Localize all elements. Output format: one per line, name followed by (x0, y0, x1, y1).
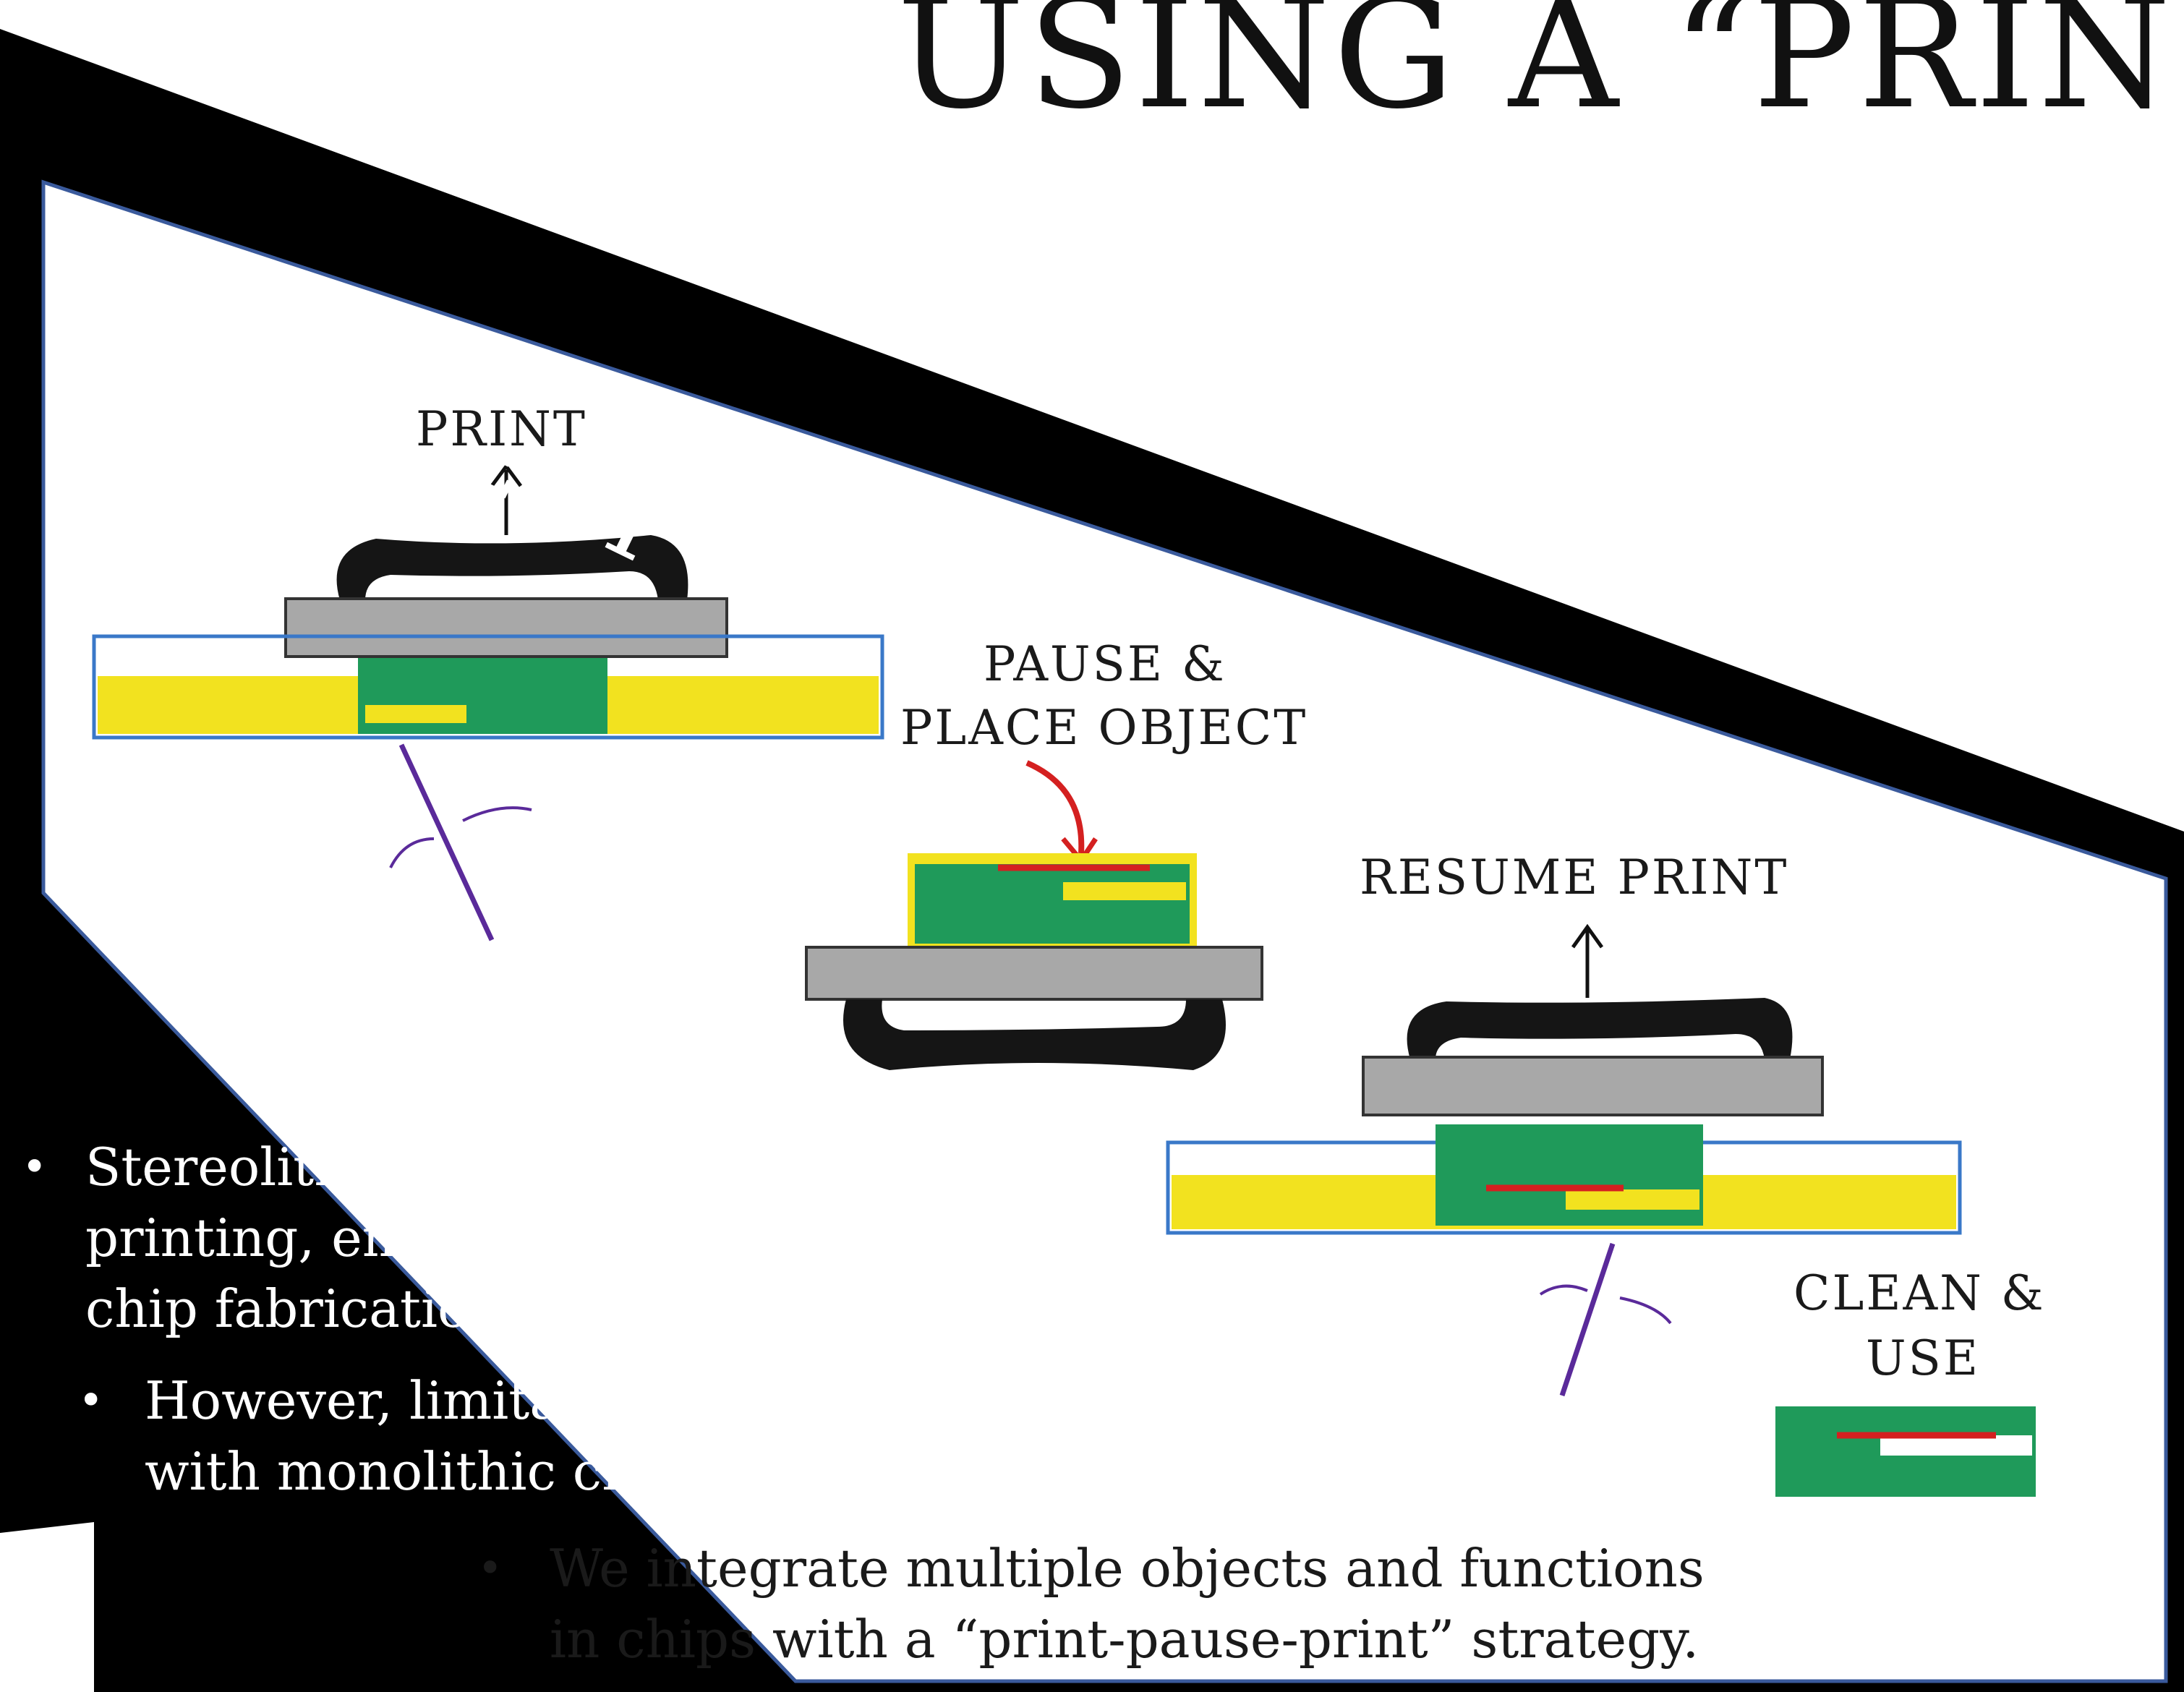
label-clean: CLEAN & (1793, 1265, 2046, 1321)
build-plate-2 (805, 946, 1263, 1001)
build-handle-2 (843, 999, 1226, 1070)
label-pause: PAUSE & (984, 636, 1227, 692)
bullet-1-line-3: chip fabrication method. (85, 1278, 735, 1339)
label-resume: RESUME PRINT (1360, 850, 1789, 905)
build-handle-3 (1407, 998, 1793, 1059)
label-print: PRINT (416, 401, 587, 457)
step-print-illustration (92, 463, 884, 941)
step-clean-illustration (1775, 1406, 2036, 1497)
bullet-3-line-1: We integrate multiple objects and functi… (550, 1538, 1705, 1599)
bullet-3-line-2: in chips with a “print-pause-print” stra… (550, 1609, 1699, 1670)
step-resume-illustration (1166, 923, 1962, 1397)
build-handle (336, 535, 688, 600)
label-use: USE (1866, 1330, 1981, 1386)
insert-arrow-icon (1025, 760, 1085, 854)
bullet-2-line-1: However, limitation of accessible functi… (145, 1370, 1279, 1431)
bullet-2-line-2: with monolithic chips. (145, 1441, 729, 1502)
build-plate-3 (1362, 1056, 1824, 1116)
resin-tank (92, 634, 884, 740)
build-plate (284, 597, 728, 658)
step-pause-illustration (805, 760, 1263, 1070)
corner-notch (0, 1522, 94, 1692)
laser-beam-3 (1559, 1242, 1616, 1397)
resumed-chip (1436, 1124, 1703, 1226)
label-place-object: PLACE OBJECT (900, 700, 1308, 756)
bullet-1-line-2: printing, emerging µfluidic (85, 1208, 799, 1268)
paused-chip (915, 864, 1190, 944)
poster-title: USING A “PRIN’ (897, 0, 2184, 142)
laser-beam (398, 743, 495, 941)
bullet-1-line-1: Stereolithography 3D (85, 1137, 656, 1197)
